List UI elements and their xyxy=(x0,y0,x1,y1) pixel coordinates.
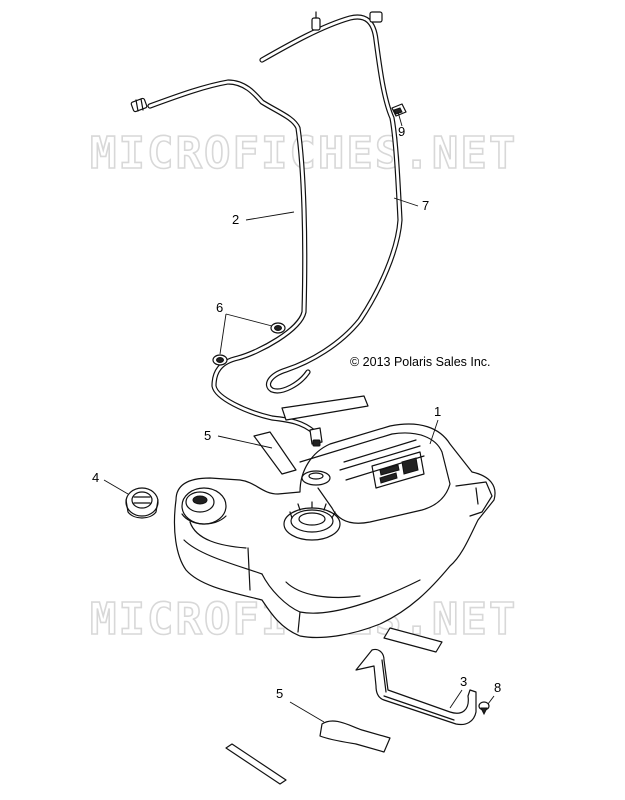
tank-pad-5-upper xyxy=(253,395,369,475)
callout-3: 3 xyxy=(460,674,467,689)
tank-strap-3 xyxy=(355,648,477,726)
callout-6: 6 xyxy=(216,300,223,315)
hose-clip-9 xyxy=(391,103,407,117)
callout-2: 2 xyxy=(232,212,239,227)
hose-clip-6-upper xyxy=(270,322,286,334)
tank-vent-fitting xyxy=(301,427,331,486)
vent-hose-7 xyxy=(259,14,403,394)
fuel-cap-4 xyxy=(125,487,159,519)
callout-5-upper: 5 xyxy=(204,428,211,443)
filler-neck xyxy=(181,487,227,525)
top-connector-right xyxy=(369,11,383,23)
tank-pad-lower xyxy=(383,627,443,653)
callout-8: 8 xyxy=(494,680,501,695)
hose-clip-6-lower xyxy=(212,354,228,366)
fuel-tank-1 xyxy=(173,423,496,639)
callout-1: 1 xyxy=(434,404,441,419)
tank-pad-5-lower xyxy=(319,720,391,753)
callout-7: 7 xyxy=(422,198,429,213)
tank-label xyxy=(371,451,425,489)
copyright-notice: © 2013 Polaris Sales Inc. xyxy=(350,355,491,369)
leader-lines xyxy=(103,111,495,723)
fuel-pump-ring xyxy=(283,501,341,541)
vent-hose-2 xyxy=(147,79,317,435)
top-connector-left xyxy=(311,11,321,31)
hose-end-fitting xyxy=(130,97,148,113)
rubber-strip xyxy=(225,743,287,785)
callout-9: 9 xyxy=(398,124,405,139)
callout-4: 4 xyxy=(92,470,99,485)
callout-5-lower: 5 xyxy=(276,686,283,701)
bolt-8 xyxy=(478,701,490,716)
